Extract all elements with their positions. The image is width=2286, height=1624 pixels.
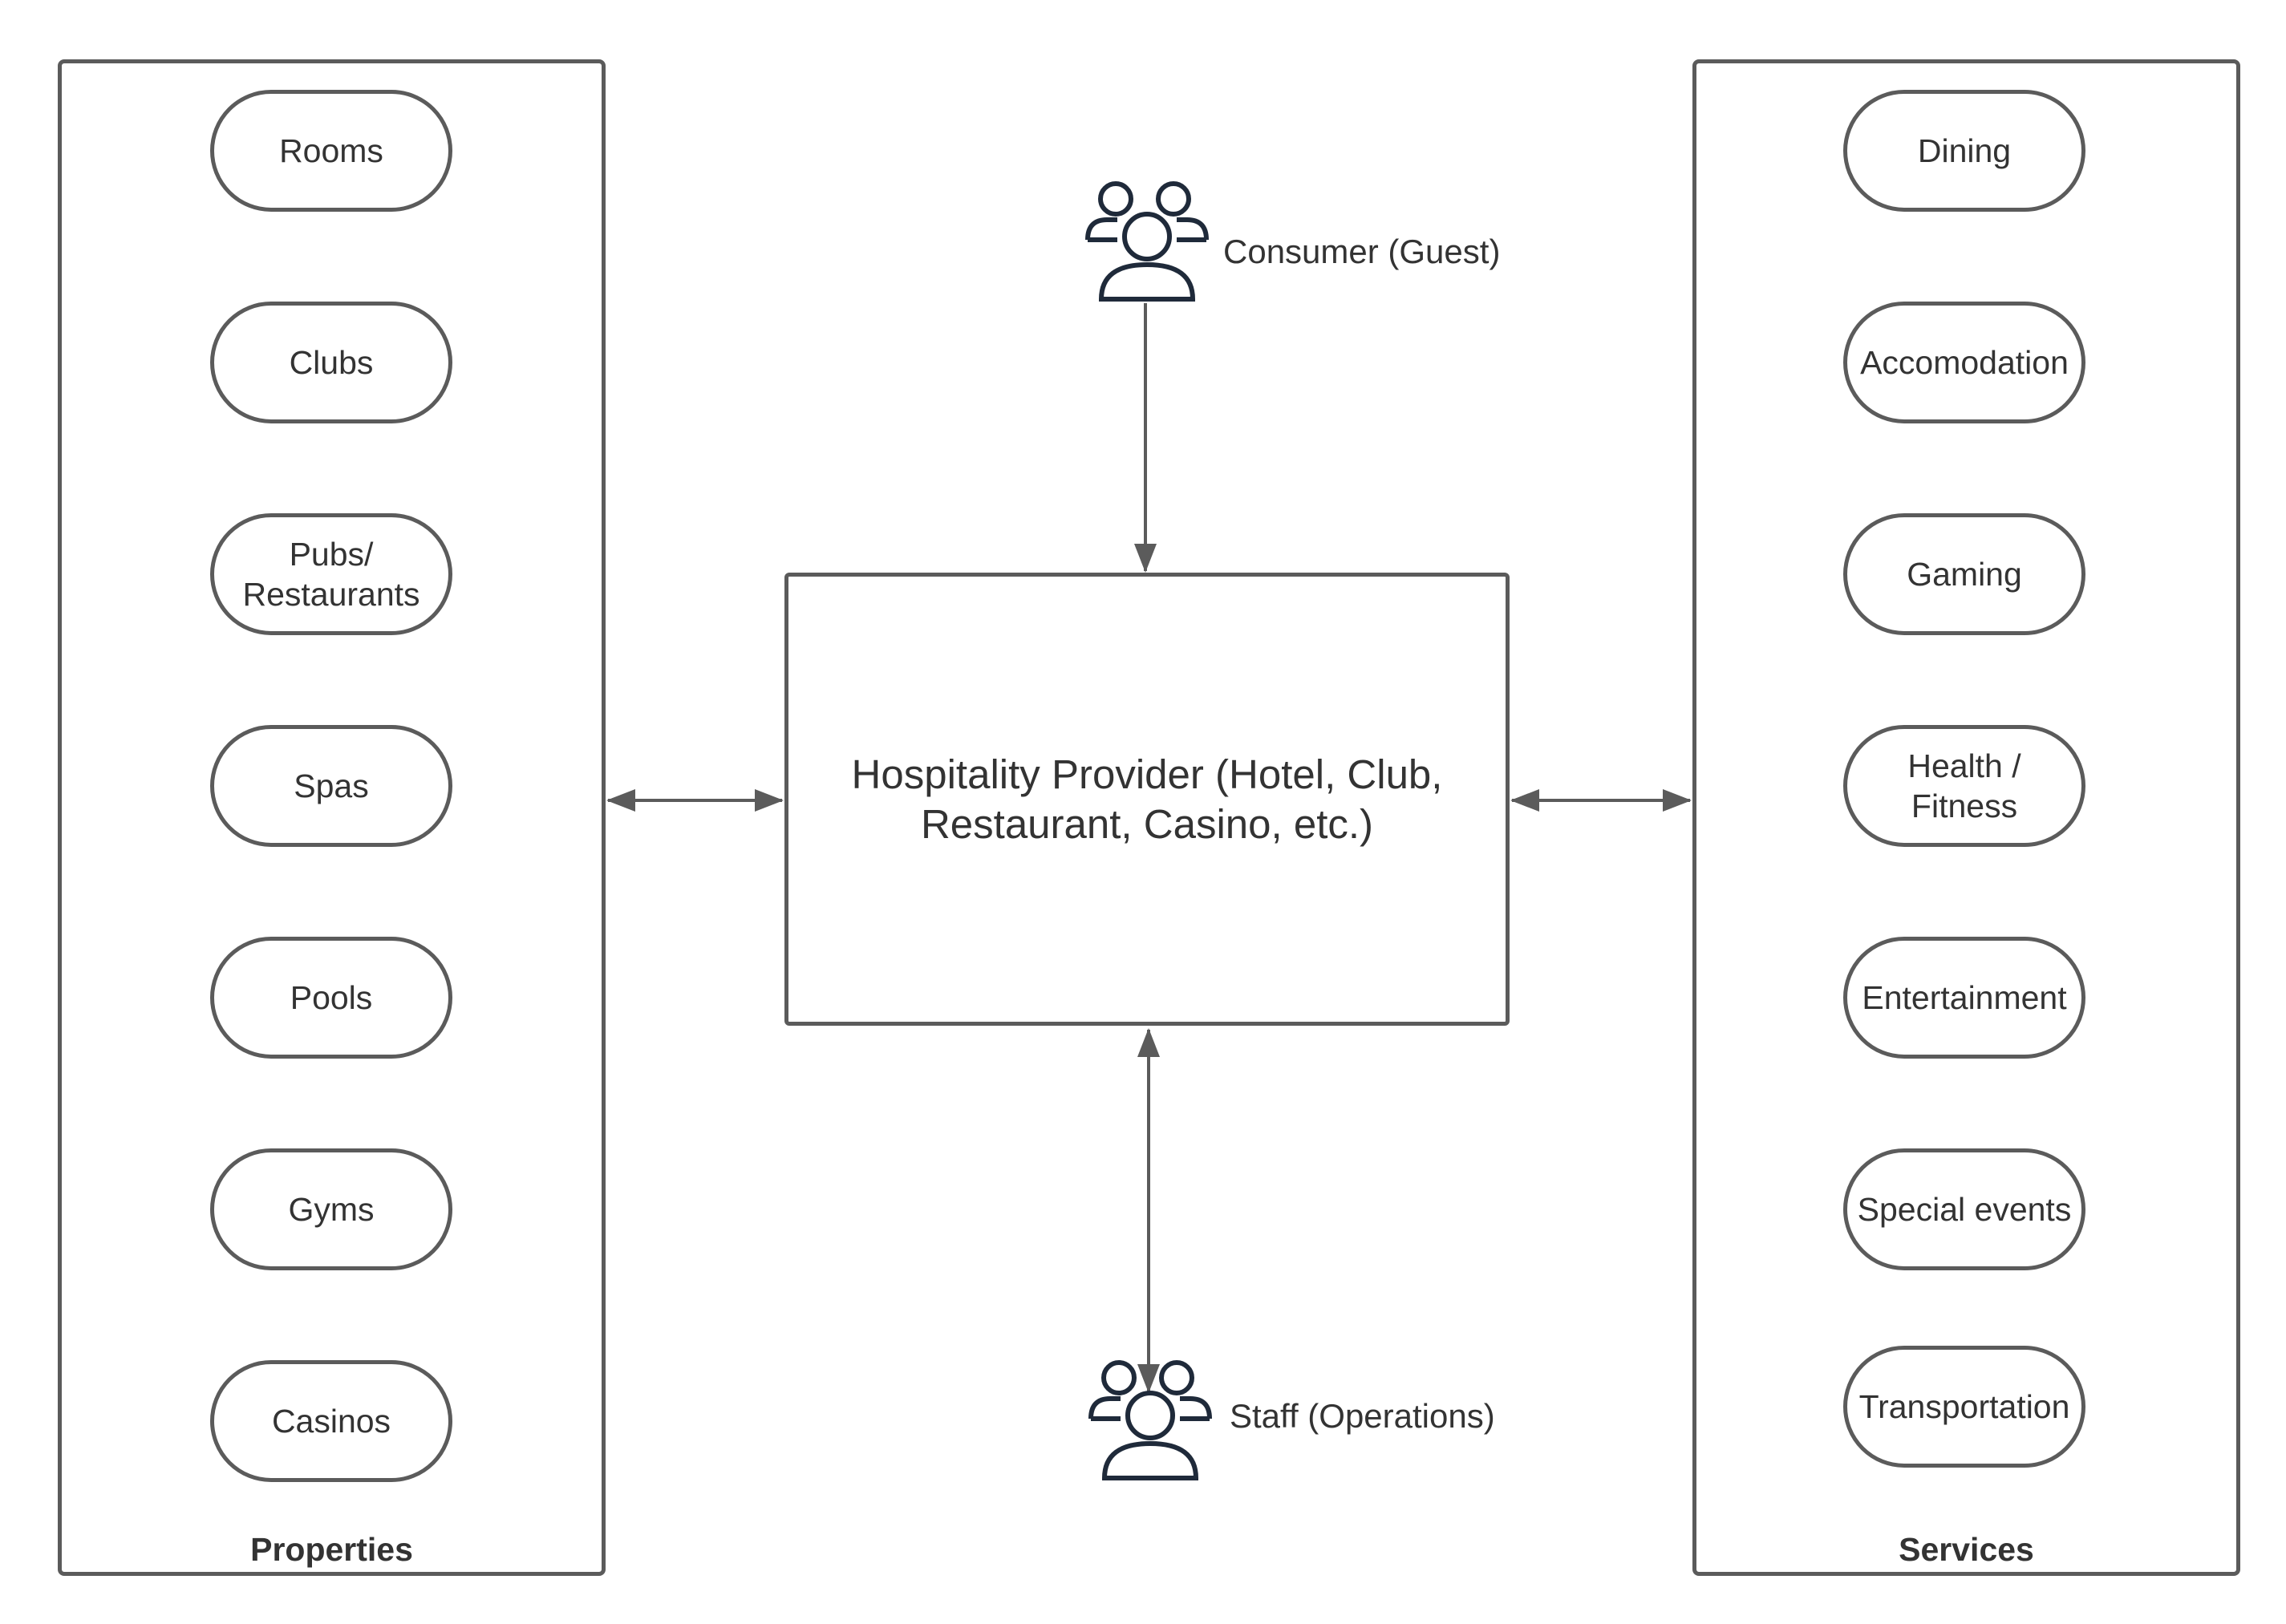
properties-title: Properties: [250, 1531, 413, 1568]
service-entertainment: Entertainment: [1843, 937, 2085, 1059]
services-title: Services: [1899, 1531, 2034, 1568]
service-special-events: Special events: [1843, 1148, 2085, 1270]
services-group: Services: [1692, 59, 2240, 1576]
property-label: Pubs/ Restaurants: [242, 535, 420, 613]
staff-label: Staff (Operations): [1230, 1397, 1495, 1435]
property-pools: Pools: [210, 937, 452, 1059]
property-label: Rooms: [279, 132, 383, 169]
hospitality-provider-label: Hospitality Provider (Hotel, Club, Resta…: [851, 751, 1443, 847]
service-dining: Dining: [1843, 90, 2085, 212]
properties-group: Properties: [58, 59, 606, 1576]
service-label: Accomodation: [1860, 343, 2069, 381]
service-health-fitness: Health / Fitness: [1843, 725, 2085, 847]
user-group-icon: [1085, 181, 1209, 302]
property-label: Casinos: [271, 1402, 391, 1440]
service-label: Dining: [1917, 132, 2012, 169]
property-clubs: Clubs: [210, 302, 452, 423]
consumer-label: Consumer (Guest): [1223, 233, 1501, 270]
property-label: Gyms: [288, 1190, 375, 1228]
service-label: Gaming: [1907, 555, 2022, 593]
property-gyms: Gyms: [210, 1148, 452, 1270]
service-accomodation: Accomodation: [1843, 302, 2085, 423]
user-group-icon: [1088, 1360, 1212, 1480]
property-casinos: Casinos: [210, 1360, 452, 1482]
service-label: Health / Fitness: [1907, 747, 2021, 824]
service-gaming: Gaming: [1843, 513, 2085, 635]
property-label: Pools: [290, 978, 373, 1016]
property-label: Clubs: [289, 343, 374, 381]
hospitality-provider-box: Hospitality Provider (Hotel, Club, Resta…: [784, 573, 1510, 1026]
property-pubs-restaurants: Pubs/ Restaurants: [210, 513, 452, 635]
property-rooms: Rooms: [210, 90, 452, 212]
service-label: Transportation: [1858, 1387, 2070, 1425]
property-spas: Spas: [210, 725, 452, 847]
service-label: Entertainment: [1862, 978, 2067, 1016]
service-transportation: Transportation: [1843, 1346, 2085, 1468]
property-label: Spas: [294, 767, 369, 804]
service-label: Special events: [1857, 1190, 2072, 1228]
